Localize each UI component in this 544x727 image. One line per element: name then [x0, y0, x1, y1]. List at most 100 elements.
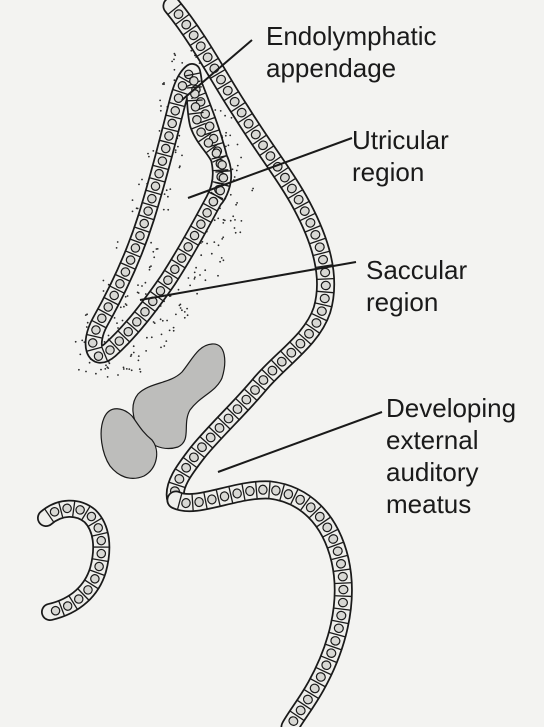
stipple-dot: [136, 207, 138, 209]
label-utricular-line2: region: [352, 156, 449, 188]
stipple-dot: [214, 109, 216, 111]
stipple-dot: [187, 314, 189, 316]
stipple-dot: [128, 368, 130, 370]
stipple-dot: [166, 189, 168, 191]
stipple-dot: [132, 199, 134, 201]
stipple-dot: [153, 321, 155, 323]
stipple-dot: [123, 306, 125, 308]
stipple-dot: [125, 303, 127, 305]
stipple-dot: [160, 347, 162, 349]
stipple-dot: [217, 218, 219, 220]
stipple-dot: [230, 194, 232, 196]
stipple-dot: [145, 293, 147, 295]
stipple-dot: [153, 256, 155, 258]
stipple-dot: [181, 309, 183, 311]
stipple-dot: [132, 211, 134, 213]
stipple-dot: [202, 241, 204, 243]
leader-line-meatus: [218, 412, 382, 472]
stipple-dot: [127, 295, 129, 297]
stipple-dot: [175, 149, 177, 151]
stipple-dot: [222, 222, 224, 224]
stipple-dot: [180, 304, 182, 306]
stipple-dot: [221, 257, 223, 259]
stipple-dot: [213, 241, 215, 243]
stipple-dot: [147, 153, 149, 155]
label-utricular-region: Utricular region: [352, 124, 449, 188]
stipple-dot: [150, 242, 152, 244]
stipple-dot: [81, 340, 83, 342]
stipple-dot: [165, 340, 167, 342]
stipple-dot: [220, 110, 222, 112]
stipple-dot: [131, 369, 133, 371]
stipple-dot: [219, 261, 221, 263]
stipple-dot: [122, 320, 124, 322]
stipple-dot: [173, 327, 175, 329]
stipple-dot: [179, 165, 181, 167]
stipple-dot: [108, 335, 110, 337]
stipple-dot: [194, 278, 196, 280]
stipple-dot: [139, 368, 141, 370]
stipple-dot: [217, 275, 219, 277]
stipple-dot: [138, 184, 140, 186]
stipple-dot: [149, 266, 151, 268]
stipple-dot: [235, 232, 237, 234]
stipple-dot: [87, 322, 89, 324]
stipple-dot: [109, 362, 111, 364]
stipple-dot: [237, 165, 239, 167]
stipple-dot: [224, 220, 226, 222]
stipple-dot: [188, 277, 190, 279]
stipple-dot: [206, 243, 208, 245]
stipple-dot: [86, 326, 88, 328]
stipple-dot: [138, 292, 140, 294]
stipple-dot: [151, 336, 153, 338]
stipple-dot: [141, 179, 143, 181]
stipple-dot: [85, 371, 87, 373]
stipple-dot: [169, 330, 171, 332]
label-saccular-line1: Saccular: [366, 254, 467, 286]
stipple-dot: [194, 272, 196, 274]
stipple-dot: [229, 135, 231, 137]
stipple-dot: [225, 132, 227, 134]
stipple-dot: [141, 285, 143, 287]
stipple-dot: [75, 341, 77, 343]
stipple-dot: [232, 215, 234, 217]
stipple-dot: [236, 170, 238, 172]
stipple-dot: [117, 241, 119, 243]
stipple-dot: [237, 144, 239, 146]
stipple-dot: [234, 219, 236, 221]
stipple-dot: [173, 59, 175, 61]
stipple-dot: [120, 306, 122, 308]
stipple-dot: [116, 322, 118, 324]
stipple-dot: [169, 188, 171, 190]
label-saccular-region: Saccular region: [366, 254, 467, 318]
stipple-dot: [148, 156, 150, 158]
stipple-dot: [123, 368, 125, 370]
stipple-dot: [159, 100, 161, 102]
stipple-dot: [200, 254, 202, 256]
stipple-dot: [160, 110, 162, 112]
stipple-dot: [152, 251, 154, 253]
stipple-dot: [174, 54, 176, 56]
stipple-dot: [140, 371, 142, 373]
stipple-dot: [103, 280, 105, 282]
otocyst-epithelium: [84, 67, 231, 365]
stipple-dot: [152, 150, 154, 152]
stipple-dot: [181, 155, 183, 157]
stipple-dot: [178, 135, 180, 137]
stipple-dot: [133, 352, 135, 354]
stipple-dot: [251, 190, 253, 192]
stipple-dot: [167, 196, 169, 198]
fragment-epithelium: [45, 500, 110, 619]
stipple-dot: [79, 354, 81, 356]
label-endolymphatic-line2: appendage: [266, 52, 437, 84]
label-developing-external-auditory-meatus: Developing external auditory meatus: [386, 392, 516, 520]
stipple-dot: [164, 193, 166, 195]
stipple-dot: [184, 317, 186, 319]
stipple-dot: [230, 220, 232, 222]
stipple-dot: [171, 61, 173, 63]
stipple-dot: [199, 274, 201, 276]
stipple-dot: [78, 369, 80, 371]
stipple-dot: [137, 284, 139, 286]
